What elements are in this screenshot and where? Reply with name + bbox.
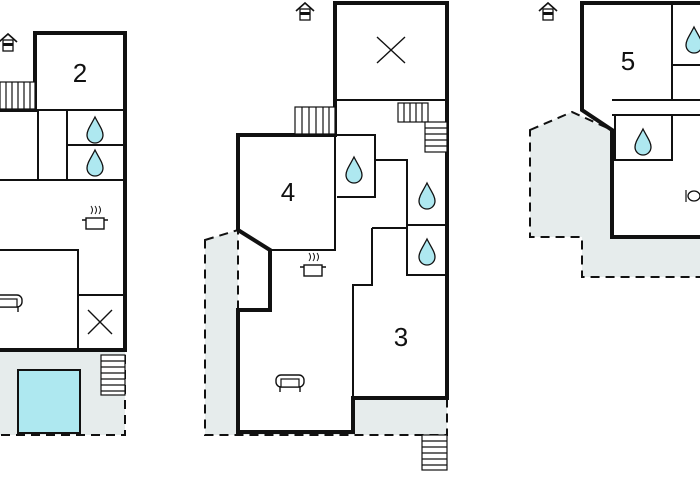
stairs-icon (294, 106, 336, 135)
x-room-icon (87, 309, 113, 335)
right-building-outline (580, 1, 700, 239)
pool-icon (17, 369, 81, 434)
stairs-icon (421, 434, 448, 471)
room-label: 5 (621, 46, 635, 76)
stairs-icon (100, 354, 126, 396)
left-floor-plan: 2 (0, 31, 127, 436)
terrace (529, 110, 700, 278)
house-entrance-icon (538, 2, 558, 21)
room-label: 4 (281, 177, 295, 207)
middle-floor-plan: 4 3 (204, 1, 449, 471)
house-entrance-icon (0, 33, 18, 52)
room-label: 3 (394, 322, 408, 352)
left-building-outline (0, 31, 127, 352)
stairs-icon (0, 81, 36, 110)
terrace (204, 228, 448, 436)
right-floor-plan: 5 (529, 1, 700, 278)
stairs-icon (397, 102, 448, 153)
middle-building-outline (236, 1, 449, 434)
house-entrance-icon (295, 2, 315, 21)
room-label: 2 (73, 58, 87, 88)
table-icon (685, 190, 700, 202)
x-room-icon (376, 36, 406, 64)
